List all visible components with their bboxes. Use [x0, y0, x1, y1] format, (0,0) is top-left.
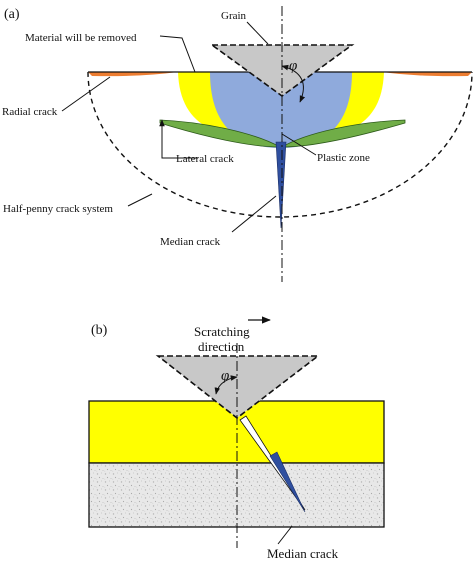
grain-b [155, 355, 321, 420]
radial-crack-left [88, 72, 178, 77]
scratching-label-line2: direction [198, 339, 245, 354]
panel-b-tag: (b) [91, 323, 108, 338]
median-leader-b [277, 525, 293, 545]
plastic-leader [281, 133, 317, 156]
panel-a-tag: (a) [4, 7, 20, 22]
panel-a: (a) φ Grain Material [2, 6, 473, 282]
angle-arc-b [214, 375, 238, 395]
panel-b: (b) Scratching direction φ Median crack [88, 316, 385, 561]
half-penny-label: Half-penny crack system [3, 203, 113, 215]
plastic-zone [210, 72, 352, 148]
half-penny-boundary [87, 71, 473, 218]
radial-crack-right [382, 72, 472, 77]
scratching-label-line1: Scratching [194, 324, 250, 339]
median-crack-a [275, 141, 287, 229]
grain-label: Grain [221, 10, 247, 22]
radial-leader [61, 76, 111, 112]
material-leader [159, 35, 196, 73]
half-penny-leader [127, 193, 153, 207]
median-crack-label-a: Median crack [160, 236, 221, 248]
lateral-leader [159, 119, 198, 159]
lateral-crack-label: Lateral crack [176, 153, 234, 165]
angle-arc-a [281, 64, 306, 103]
median-crack-b [269, 451, 306, 513]
median-crack-label-b: Median crack [267, 546, 339, 561]
material-removed-label: Material will be removed [25, 32, 137, 44]
grain-leader [246, 21, 269, 45]
median-leader-a [231, 195, 277, 233]
phi-label-a: φ [289, 58, 297, 74]
radial-crack-label: Radial crack [2, 106, 58, 118]
plastic-zone-label: Plastic zone [317, 152, 370, 164]
phi-label-b: φ [221, 368, 229, 384]
